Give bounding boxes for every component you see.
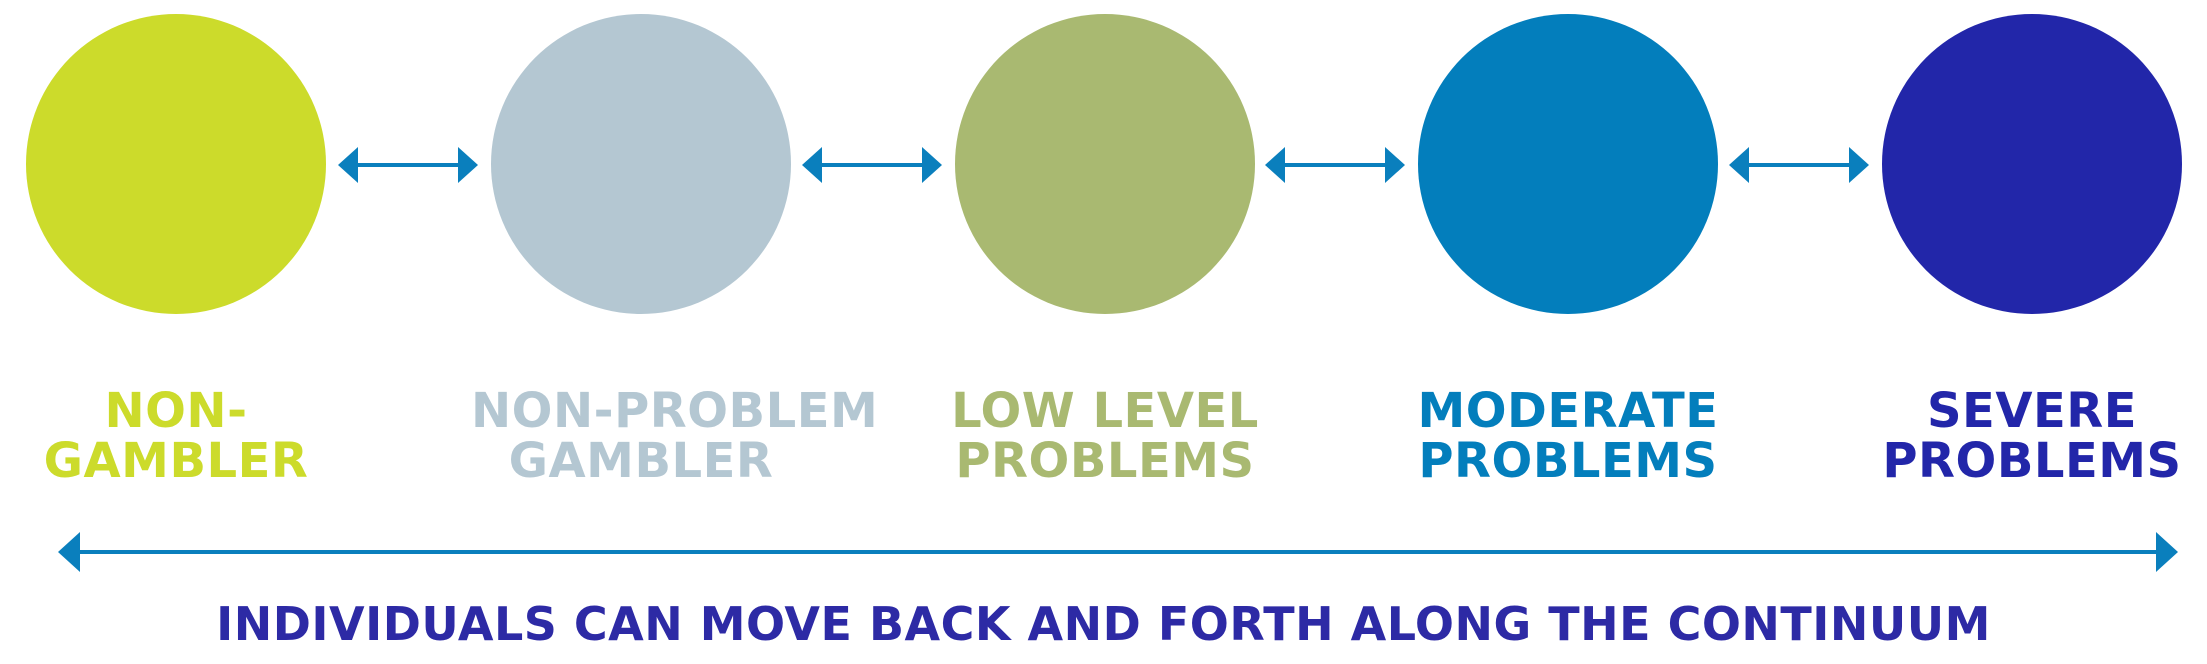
stage-label-line1: MODERATE	[1417, 383, 1719, 439]
stage-label-line1: SEVERE	[1926, 383, 2138, 439]
stage-circle-severe-problems	[1882, 14, 2182, 314]
stage-label-line1: LOW LEVEL	[951, 383, 1259, 439]
stage-label-non-problem-gambler: NON-PROBLEM GAMBLER	[471, 383, 879, 489]
continuum-arrow	[58, 532, 2178, 572]
stage-label-line2: PROBLEMS	[955, 433, 1255, 489]
stage-label-line2: PROBLEMS	[1418, 433, 1718, 489]
stage-label-low-level-problems: LOW LEVEL PROBLEMS	[935, 386, 1275, 486]
stage-label-line2: PROBLEMS	[1882, 433, 2182, 489]
continuum-caption: INDIVIDUALS CAN MOVE BACK AND FORTH ALON…	[216, 597, 1991, 651]
stage-circle-moderate-problems	[1418, 14, 1718, 314]
stage-label-line1: NON-	[104, 383, 248, 439]
stage-circle-non-gambler	[26, 14, 326, 314]
stage-label-severe-problems: SEVERE PROBLEMS	[1862, 386, 2202, 486]
stage-circle-low-level-problems	[955, 14, 1255, 314]
double-arrow-2	[802, 147, 942, 183]
stage-label-moderate-problems: MODERATE PROBLEMS	[1398, 386, 1738, 486]
stage-label-line1: NON-PROBLEM	[471, 383, 879, 439]
double-arrow-1	[338, 147, 478, 183]
double-arrow-4	[1729, 147, 1869, 183]
stage-label-line2: GAMBLER	[43, 433, 309, 489]
stage-label-line2: GAMBLER	[508, 433, 774, 489]
double-arrow-3	[1265, 147, 1405, 183]
stage-circle-non-problem-gambler	[491, 14, 791, 314]
stage-label-non-gambler: NON- GAMBLER	[6, 386, 346, 486]
